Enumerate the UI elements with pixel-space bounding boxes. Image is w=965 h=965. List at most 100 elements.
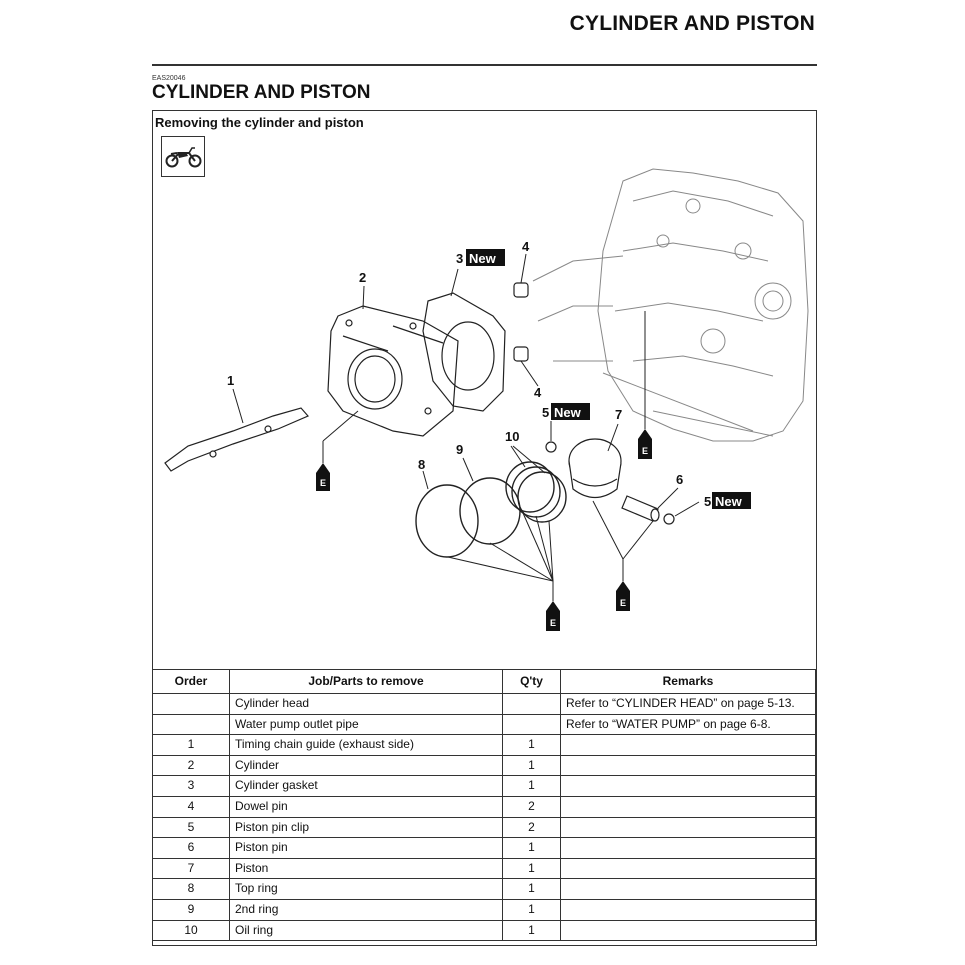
callout-6: 6 — [676, 472, 683, 487]
callout-10: 10 — [505, 429, 519, 444]
row-qty: 1 — [502, 837, 561, 859]
row-job: Cylinder — [229, 754, 503, 777]
engine-crankcase — [532, 168, 809, 442]
table-row: 3 Cylinder gasket 1 — [152, 775, 816, 797]
table-row: Water pump outlet pipe Refer to “WATER P… — [152, 713, 816, 736]
table-row: 6 Piston pin 1 — [152, 837, 816, 859]
procedure-subtitle: Removing the cylinder and piston — [155, 115, 364, 130]
row-order: 1 — [152, 734, 230, 756]
timing-chain-guide — [164, 407, 309, 472]
table-row: 8 Top ring 1 — [152, 878, 816, 900]
leader-lines — [232, 253, 700, 601]
dowel-pins — [513, 282, 529, 362]
header-order: Order — [152, 669, 230, 694]
new-label: New — [469, 251, 497, 266]
table-row: 10 Oil ring 1 — [152, 919, 816, 942]
row-qty: 1 — [502, 775, 561, 797]
table-row: 2 Cylinder 1 — [152, 754, 816, 777]
callout-4: 4 — [522, 239, 530, 254]
new-label: New — [715, 494, 743, 509]
row-qty: 1 — [502, 919, 561, 942]
new-label: New — [554, 405, 582, 420]
row-qty: 2 — [502, 816, 561, 839]
header-job: Job/Parts to remove — [229, 669, 503, 694]
row-remarks — [560, 734, 816, 756]
row-qty: 1 — [502, 898, 561, 921]
table-header-row: Order Job/Parts to remove Q'ty Remarks — [152, 669, 816, 694]
row-order — [152, 693, 230, 715]
row-qty: 1 — [502, 754, 561, 777]
svg-text:E: E — [320, 478, 326, 488]
svg-text:E: E — [620, 598, 626, 608]
row-order: 4 — [152, 795, 230, 818]
table-row: 5 Piston pin clip 2 — [152, 816, 816, 839]
row-job: Piston pin clip — [229, 816, 503, 839]
row-remarks — [560, 816, 816, 839]
row-remarks — [560, 878, 816, 900]
row-job: Piston — [229, 857, 503, 880]
row-remarks — [560, 775, 816, 797]
piston-pin-clips — [545, 441, 675, 525]
row-job: 2nd ring — [229, 898, 503, 921]
row-order: 10 — [152, 919, 230, 942]
callout-5: 5 — [542, 405, 549, 420]
row-job: Oil ring — [229, 919, 503, 942]
callout-1: 1 — [227, 373, 234, 388]
section-code: EAS20046 — [152, 75, 186, 82]
procedure-box — [152, 110, 817, 946]
row-order: 8 — [152, 878, 230, 900]
header-qty: Q'ty — [502, 669, 561, 694]
row-remarks: Refer to “CYLINDER HEAD” on page 5-13. — [560, 693, 816, 715]
row-qty: 1 — [502, 878, 561, 900]
callout-3: 3 — [456, 251, 463, 266]
row-remarks — [560, 857, 816, 880]
parts-table: Order Job/Parts to remove Q'ty Remarks C… — [152, 669, 816, 942]
table-row: Cylinder head Refer to “CYLINDER HEAD” o… — [152, 693, 816, 715]
row-order: 3 — [152, 775, 230, 797]
row-remarks — [560, 898, 816, 921]
row-job: Dowel pin — [229, 795, 503, 818]
callout-4: 4 — [534, 385, 542, 400]
callout-9: 9 — [456, 442, 463, 457]
svg-text:E: E — [550, 618, 556, 628]
cylinder-block — [327, 305, 459, 437]
engine-oil-letter: E E E E — [320, 446, 648, 628]
cylinder-gasket — [422, 292, 506, 412]
row-qty — [502, 713, 561, 736]
row-job: Cylinder gasket — [229, 775, 503, 797]
table-row: 9 2nd ring 1 — [152, 898, 816, 921]
header-divider — [152, 64, 817, 66]
svg-text:E: E — [642, 446, 648, 456]
row-remarks — [560, 837, 816, 859]
row-qty: 1 — [502, 857, 561, 880]
table-row: 7 Piston 1 — [152, 857, 816, 880]
row-job: Water pump outlet pipe — [229, 713, 503, 736]
table-row: 1 Timing chain guide (exhaust side) 1 — [152, 734, 816, 756]
callout-7: 7 — [615, 407, 622, 422]
callout-5: 5 — [704, 494, 711, 509]
row-qty: 1 — [502, 734, 561, 756]
new-badges — [466, 249, 751, 509]
table-row: 4 Dowel pin 2 — [152, 795, 816, 818]
row-order: 2 — [152, 754, 230, 777]
row-job: Cylinder head — [229, 693, 503, 715]
exploded-diagram: E E E E New New New 1 2 3 4 4 5 5 6 7 8 … — [164, 168, 809, 631]
row-order: 9 — [152, 898, 230, 921]
row-order — [152, 713, 230, 736]
callout-2: 2 — [359, 270, 366, 285]
callout-8: 8 — [418, 457, 425, 472]
engine-oil-icon — [316, 429, 652, 631]
row-order: 5 — [152, 816, 230, 839]
row-order: 7 — [152, 857, 230, 880]
row-job: Top ring — [229, 878, 503, 900]
piston-rings — [415, 461, 567, 558]
page-header-title: CYLINDER AND PISTON — [569, 12, 815, 35]
row-remarks — [560, 754, 816, 777]
row-job: Timing chain guide (exhaust side) — [229, 734, 503, 756]
row-order: 6 — [152, 837, 230, 859]
motorcycle-icon — [161, 136, 205, 177]
row-remarks: Refer to “WATER PUMP” on page 6-8. — [560, 713, 816, 736]
piston — [568, 438, 622, 499]
row-remarks — [560, 919, 816, 942]
section-title: CYLINDER AND PISTON — [152, 82, 371, 103]
